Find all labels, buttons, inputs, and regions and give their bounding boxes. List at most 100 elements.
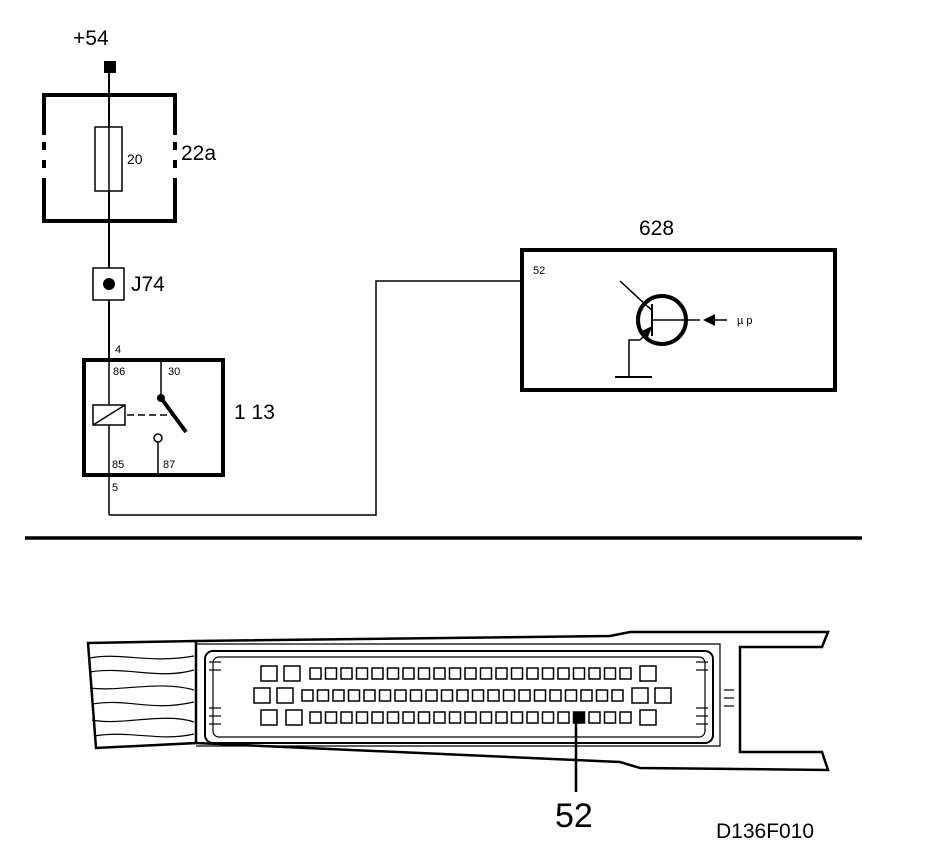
pin-cavity-large [253, 687, 271, 704]
connector-body [86, 630, 830, 772]
pin-cavity [394, 689, 407, 702]
pin-cavity [564, 689, 578, 702]
pin-cavity [479, 667, 493, 680]
pin-cavity [557, 667, 570, 680]
pin-cavity [533, 689, 547, 702]
pin-cavity [510, 667, 524, 680]
relay-switch-contact [159, 396, 188, 434]
pin-cavity [355, 711, 369, 724]
pin-cavity [502, 689, 516, 702]
pin-cavity [619, 667, 632, 680]
pin-cavity [363, 689, 376, 702]
relay-box [82, 358, 225, 477]
pin-cavity [355, 667, 369, 680]
pin-cavity-large [283, 665, 301, 682]
fuse-box [42, 93, 177, 223]
pin-cavity [378, 689, 392, 702]
pin-cavity [347, 689, 361, 702]
pin-cavity-large [276, 687, 294, 704]
pin-cavity [495, 711, 508, 724]
connector-j74-dot [103, 278, 115, 290]
pin-cavity [518, 689, 531, 702]
pin-cavity [433, 667, 446, 680]
connector-pin-grid [253, 665, 672, 726]
signal-wire [109, 280, 620, 516]
pin-cavity [580, 689, 593, 702]
relay-id-label: 1 13 [234, 401, 275, 424]
pin-cavity [588, 711, 601, 724]
pin-cavity [479, 711, 493, 724]
control-unit-label: 628 [639, 217, 674, 240]
pin-cavity [603, 711, 617, 724]
fuse-rating-label: 20 [127, 151, 143, 167]
ground-wire [628, 339, 640, 377]
signal-label: µ p [737, 315, 753, 327]
pin-cavity [572, 667, 586, 680]
pin-cavity [402, 711, 415, 724]
pin-cavity [557, 711, 570, 724]
pin-cavity [510, 711, 524, 724]
control-unit-pin-label: 52 [533, 265, 545, 277]
pin-cavity [309, 711, 322, 724]
relay-pin-86-label: 86 [113, 366, 125, 378]
pin-cavity [324, 711, 338, 724]
pin-cavity [495, 667, 508, 680]
pin-cavity [425, 689, 438, 702]
pin-cavity [340, 711, 353, 724]
fuse-id-label: 22a [181, 142, 216, 165]
pin-cavity-large [639, 665, 657, 682]
figure-id: D136F010 [716, 820, 814, 843]
pin-cavity [332, 689, 345, 702]
pin-cavity [316, 689, 330, 702]
pin-cavity [386, 711, 400, 724]
pin-cavity [409, 689, 423, 702]
pin-callout-label: 52 [555, 797, 593, 835]
relay-pin-85-label: 85 [112, 459, 124, 471]
pin-cavity [595, 689, 609, 702]
pin-cavity [588, 667, 601, 680]
pin-cavity [402, 667, 415, 680]
pin-cavity [417, 711, 431, 724]
pin-cavity [464, 667, 477, 680]
pin-cavity [417, 667, 431, 680]
pin-cavity [448, 667, 462, 680]
pin-cavity-large [631, 687, 649, 704]
relay-pin-87-label: 87 [163, 459, 175, 471]
pin-cavity [324, 667, 338, 680]
pin-cavity [433, 711, 446, 724]
pin-cavity [603, 667, 617, 680]
pin-cavity [526, 667, 539, 680]
supply-label: +54 [73, 27, 109, 50]
pin-cavity [464, 711, 477, 724]
pin-cavity [456, 689, 469, 702]
pin-cavity [541, 667, 555, 680]
pin-cavity [440, 689, 454, 702]
pin-cavity [386, 667, 400, 680]
relay-pin-in-label: 4 [115, 344, 121, 356]
connector-label: J74 [131, 273, 165, 296]
pin-cavity [526, 711, 539, 724]
signal-arrow [703, 314, 715, 326]
pin-cavity-52 [572, 711, 586, 724]
pin-cavity-large [285, 709, 303, 726]
relay-pin-out-label: 5 [112, 482, 118, 494]
pin-cavity [611, 689, 624, 702]
pin-cavity-large [260, 665, 278, 682]
pin-cavity [487, 689, 500, 702]
pin-cavity [301, 689, 314, 702]
pin-cavity [309, 667, 322, 680]
supply-terminal [104, 61, 116, 73]
pin-cavity-large [654, 687, 672, 704]
relay-pin-30-label: 30 [168, 366, 180, 378]
pin-cavity [549, 689, 562, 702]
pin-cavity [541, 711, 555, 724]
pin-cavity [619, 711, 632, 724]
pin-cavity [371, 667, 384, 680]
pin-cavity [448, 711, 462, 724]
pin-cavity [471, 689, 485, 702]
pin-cavity [371, 711, 384, 724]
pin-cavity [340, 667, 353, 680]
pin-cavity-large [639, 709, 657, 726]
pin-cavity-large [260, 709, 278, 726]
